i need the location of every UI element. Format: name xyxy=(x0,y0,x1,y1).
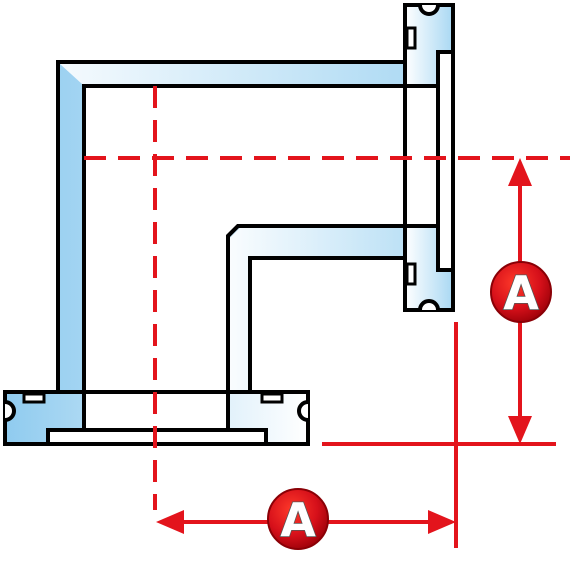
extension-lines xyxy=(322,322,556,548)
arrowhead-down xyxy=(508,416,532,444)
arrowhead-right xyxy=(428,510,456,534)
top-wall-shade xyxy=(60,64,403,84)
arrowhead-up xyxy=(508,158,532,186)
dimension-badge xyxy=(490,261,552,323)
dimension-label-vertical: A xyxy=(503,266,539,320)
dimension-badge xyxy=(267,488,329,550)
dimension-vertical: A xyxy=(490,158,552,444)
bore-lines xyxy=(56,60,438,430)
arrowhead-left xyxy=(156,510,184,534)
dimension-label-horizontal: A xyxy=(280,493,316,547)
centerlines xyxy=(84,86,570,510)
dimension-horizontal: A xyxy=(156,488,456,550)
elbow-body xyxy=(3,3,455,446)
